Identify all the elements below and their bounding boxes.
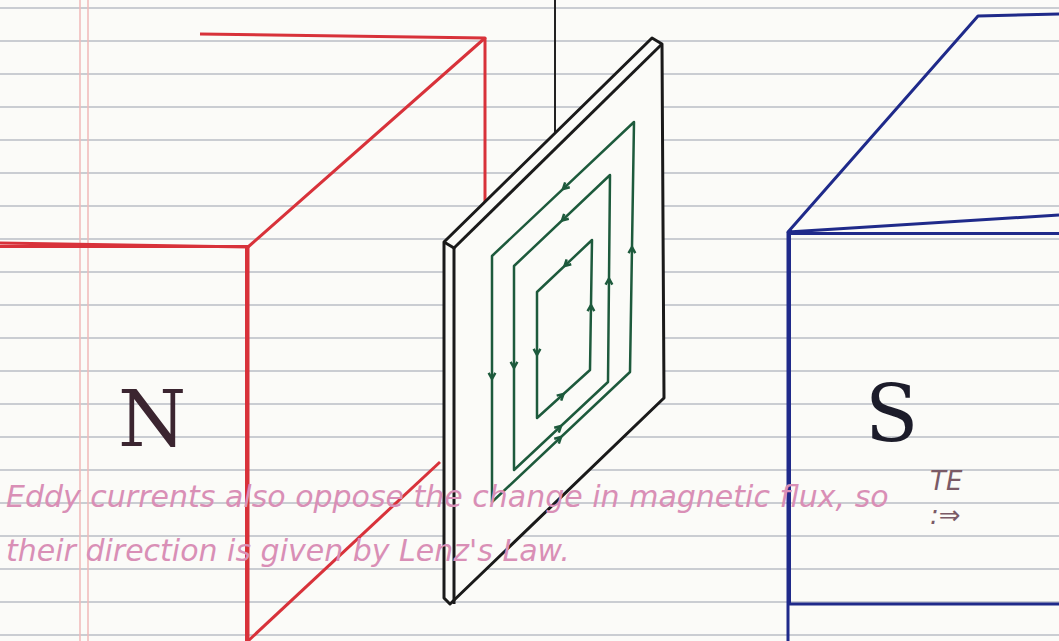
current-arrow: [534, 349, 541, 355]
eddy-loop: [537, 240, 592, 418]
current-arrow: [606, 279, 613, 285]
ruled-line: [0, 139, 1059, 140]
south-magnet: [788, 14, 1059, 641]
current-arrow: [557, 394, 564, 401]
ruled-line: [0, 634, 1059, 635]
suspension-thread: [555, 0, 556, 140]
eddy-current-loops: [489, 122, 636, 502]
current-arrow: [489, 373, 496, 379]
south-pole-face: S: [788, 232, 1059, 604]
eddy-loop: [492, 122, 634, 502]
ruled-line: [0, 73, 1059, 74]
handwritten-note: Eddy currents also oppose the change in …: [6, 470, 926, 578]
north-pole-face: N: [0, 245, 248, 641]
current-arrow: [562, 214, 569, 221]
current-arrow: [588, 305, 595, 311]
current-arrow: [554, 437, 561, 444]
ruled-lines: [0, 8, 1059, 635]
ruled-line: [0, 568, 1059, 569]
current-arrow: [511, 362, 518, 368]
current-arrow: [554, 426, 561, 433]
pole-letter: N: [118, 380, 245, 458]
current-arrow: [563, 182, 570, 189]
pole-letter: S: [865, 375, 1059, 453]
metal-plate: [444, 38, 664, 604]
ruled-line: [0, 40, 1059, 41]
current-arrow: [565, 259, 572, 266]
ruled-line: [0, 7, 1059, 8]
current-arrow: [629, 247, 636, 253]
eddy-loop: [514, 175, 610, 470]
ruled-line: [0, 601, 1059, 602]
note-marker: TE :⇒: [930, 464, 990, 532]
